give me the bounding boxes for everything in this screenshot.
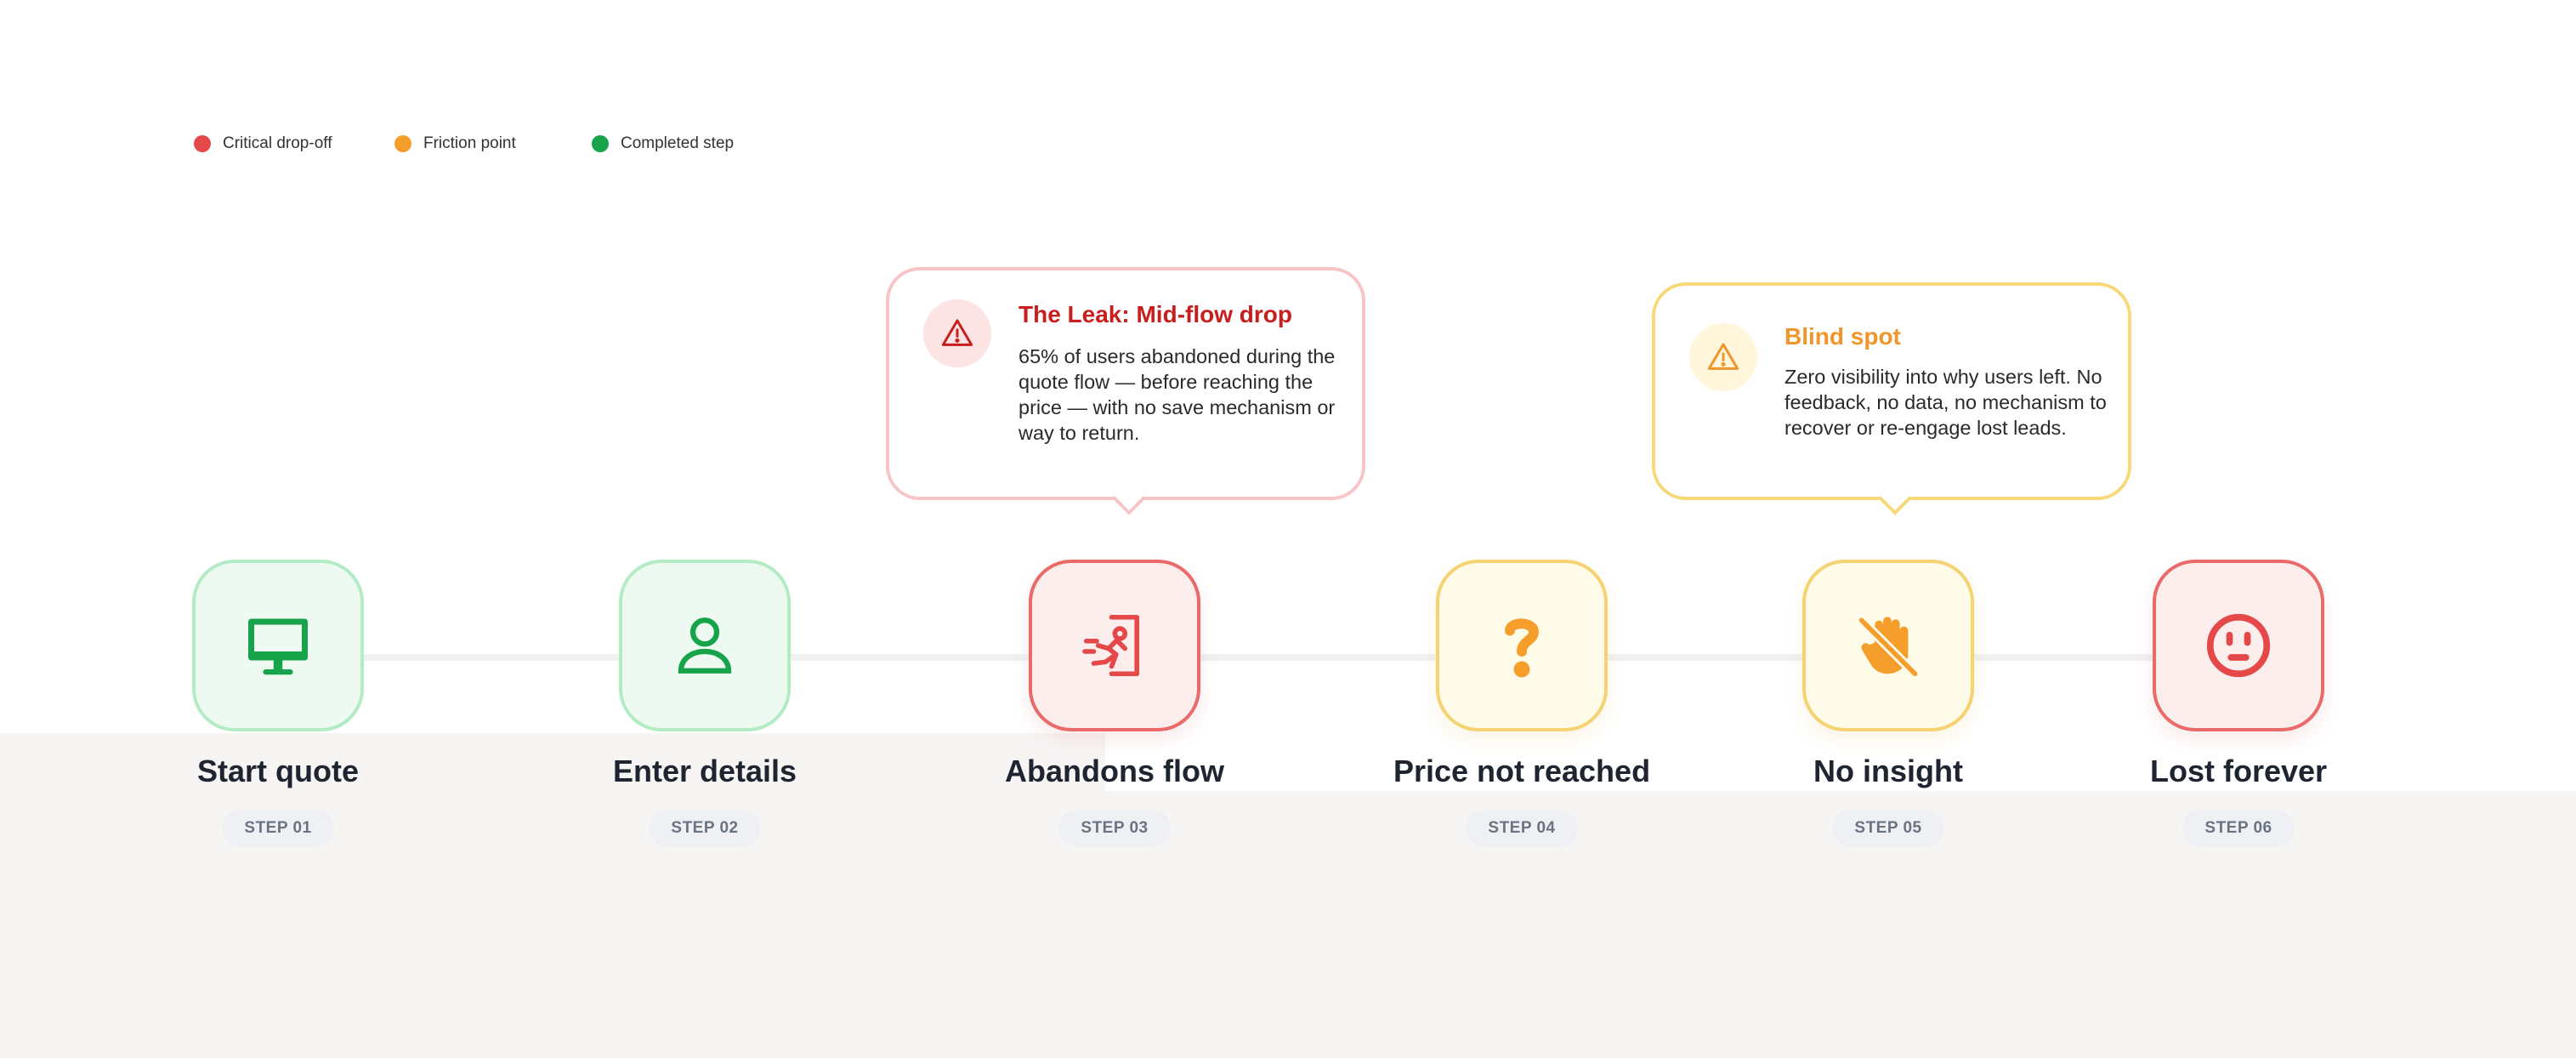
- step-tile: [2153, 560, 2324, 731]
- step-title: Start quote: [196, 754, 359, 788]
- background-patch: [1105, 733, 2576, 791]
- hand-off-icon: [1856, 615, 1921, 679]
- callout-pointer: [1878, 481, 1912, 515]
- step-badge: STEP 02: [649, 810, 761, 847]
- warning-icon: [923, 299, 991, 367]
- step-no-insight: No insight STEP 05: [1710, 560, 2067, 847]
- step-tile: [1802, 560, 1974, 731]
- step-lost-forever: Lost forever STEP 06: [2060, 560, 2417, 847]
- step-abandons-flow: Abandons flow STEP 03: [936, 560, 1293, 847]
- step-price-not-reached: Price not reached STEP 04: [1343, 560, 1700, 847]
- legend-dot-completed: [592, 135, 609, 152]
- callout-title: Blind spot: [1784, 323, 1901, 350]
- step-badge: STEP 01: [222, 810, 334, 847]
- warning-icon: [1689, 323, 1757, 391]
- legend-item-critical: Critical drop-off: [194, 134, 332, 153]
- legend-label: Friction point: [423, 134, 516, 152]
- callout-pointer: [1112, 481, 1146, 515]
- callout-title: The Leak: Mid-flow drop: [1018, 301, 1292, 327]
- step-enter-details: Enter details STEP 02: [526, 560, 883, 847]
- step-title: Price not reached: [1393, 754, 1651, 788]
- legend-label: Critical drop-off: [223, 134, 332, 152]
- question-icon: [1505, 618, 1539, 678]
- legend-dot-critical: [194, 135, 211, 152]
- callout-body: Zero visibility into why users left. No …: [1784, 366, 2107, 439]
- legend-label: Completed step: [621, 134, 735, 152]
- user-icon: [678, 617, 732, 674]
- legend-dot-friction: [394, 135, 411, 152]
- step-badge: STEP 06: [2182, 810, 2295, 847]
- step-title: Lost forever: [2149, 754, 2328, 788]
- step-tile: [192, 560, 364, 731]
- step-title: No insight: [1813, 754, 1963, 788]
- callout-blind-spot: Blind spot Zero visibility into why user…: [1652, 282, 2131, 515]
- step-title: Enter details: [612, 754, 797, 788]
- monitor-icon: [248, 618, 308, 675]
- step-badge: STEP 04: [1466, 810, 1578, 847]
- legend-item-friction: Friction point: [394, 134, 516, 153]
- step-badge: STEP 05: [1832, 810, 1944, 847]
- legend-item-completed: Completed step: [592, 134, 734, 153]
- step-start-quote: Start quote STEP 01: [99, 560, 457, 847]
- neutral-face-icon: [2206, 613, 2271, 678]
- callout-leak: The Leak: Mid-flow drop 65% of users aba…: [886, 267, 1365, 515]
- step-title: Abandons flow: [1005, 754, 1224, 788]
- step-badge: STEP 03: [1058, 810, 1171, 847]
- step-tile: [1436, 560, 1608, 731]
- flow-track: [281, 654, 2236, 661]
- callout-body: 65% of users abandoned during the quote …: [1018, 345, 1336, 444]
- step-tile: [619, 560, 791, 731]
- step-tile: [1029, 560, 1200, 731]
- exit-running-icon: [1082, 614, 1140, 677]
